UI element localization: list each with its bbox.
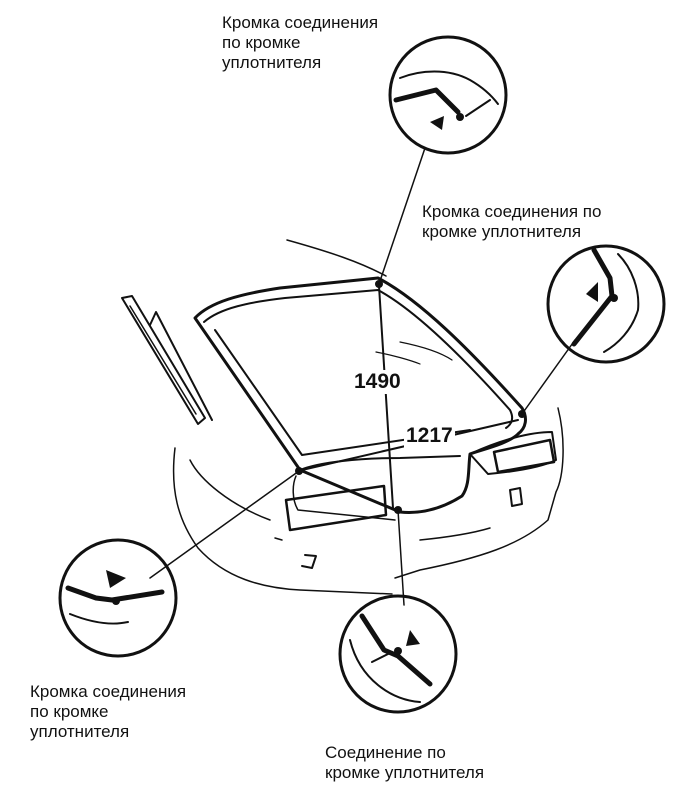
callout-right-line-2: кромке уплотнителя [422, 222, 582, 241]
callout-bottom-line-1: Соединение по [325, 743, 446, 762]
detail-circle-bottom [338, 594, 458, 714]
callout-top-line-3: уплотнителя [222, 53, 322, 72]
callout-bottom: Соединение по кромке уплотнителя [325, 743, 484, 783]
callout-bottom-left-line-1: Кромка соединения [30, 682, 187, 701]
dimension-lines [301, 285, 519, 509]
car-body-outline [121, 239, 564, 595]
callout-right: Кромка соединения по кромке уплотнителя [422, 202, 601, 242]
callout-bottom-left: Кромка соединения по кромке уплотнителя [30, 682, 186, 742]
detail-circle-bottom-left [58, 538, 178, 658]
rear-lights [274, 438, 556, 569]
dimension-height-label: 1490 [352, 370, 403, 394]
callout-bottom-left-line-3: уплотнителя [30, 722, 130, 741]
joint-points [295, 280, 526, 514]
callout-top-line-1: Кромка соединения [222, 13, 379, 32]
detail-circle-top [388, 35, 508, 155]
callout-bottom-line-2: кромке уплотнителя [325, 763, 485, 782]
callout-right-line-1: Кромка соединения по [422, 202, 602, 221]
callout-bottom-left-line-2: по кромке [30, 702, 109, 721]
tailgate-frame [193, 276, 557, 521]
callout-top-line-2: по кромке [222, 33, 301, 52]
leader-lines [149, 147, 576, 606]
callout-top: Кромка соединения по кромке уплотнителя [222, 13, 378, 73]
detail-circle-right [546, 244, 666, 364]
dimension-width-label: 1217 [404, 424, 455, 448]
